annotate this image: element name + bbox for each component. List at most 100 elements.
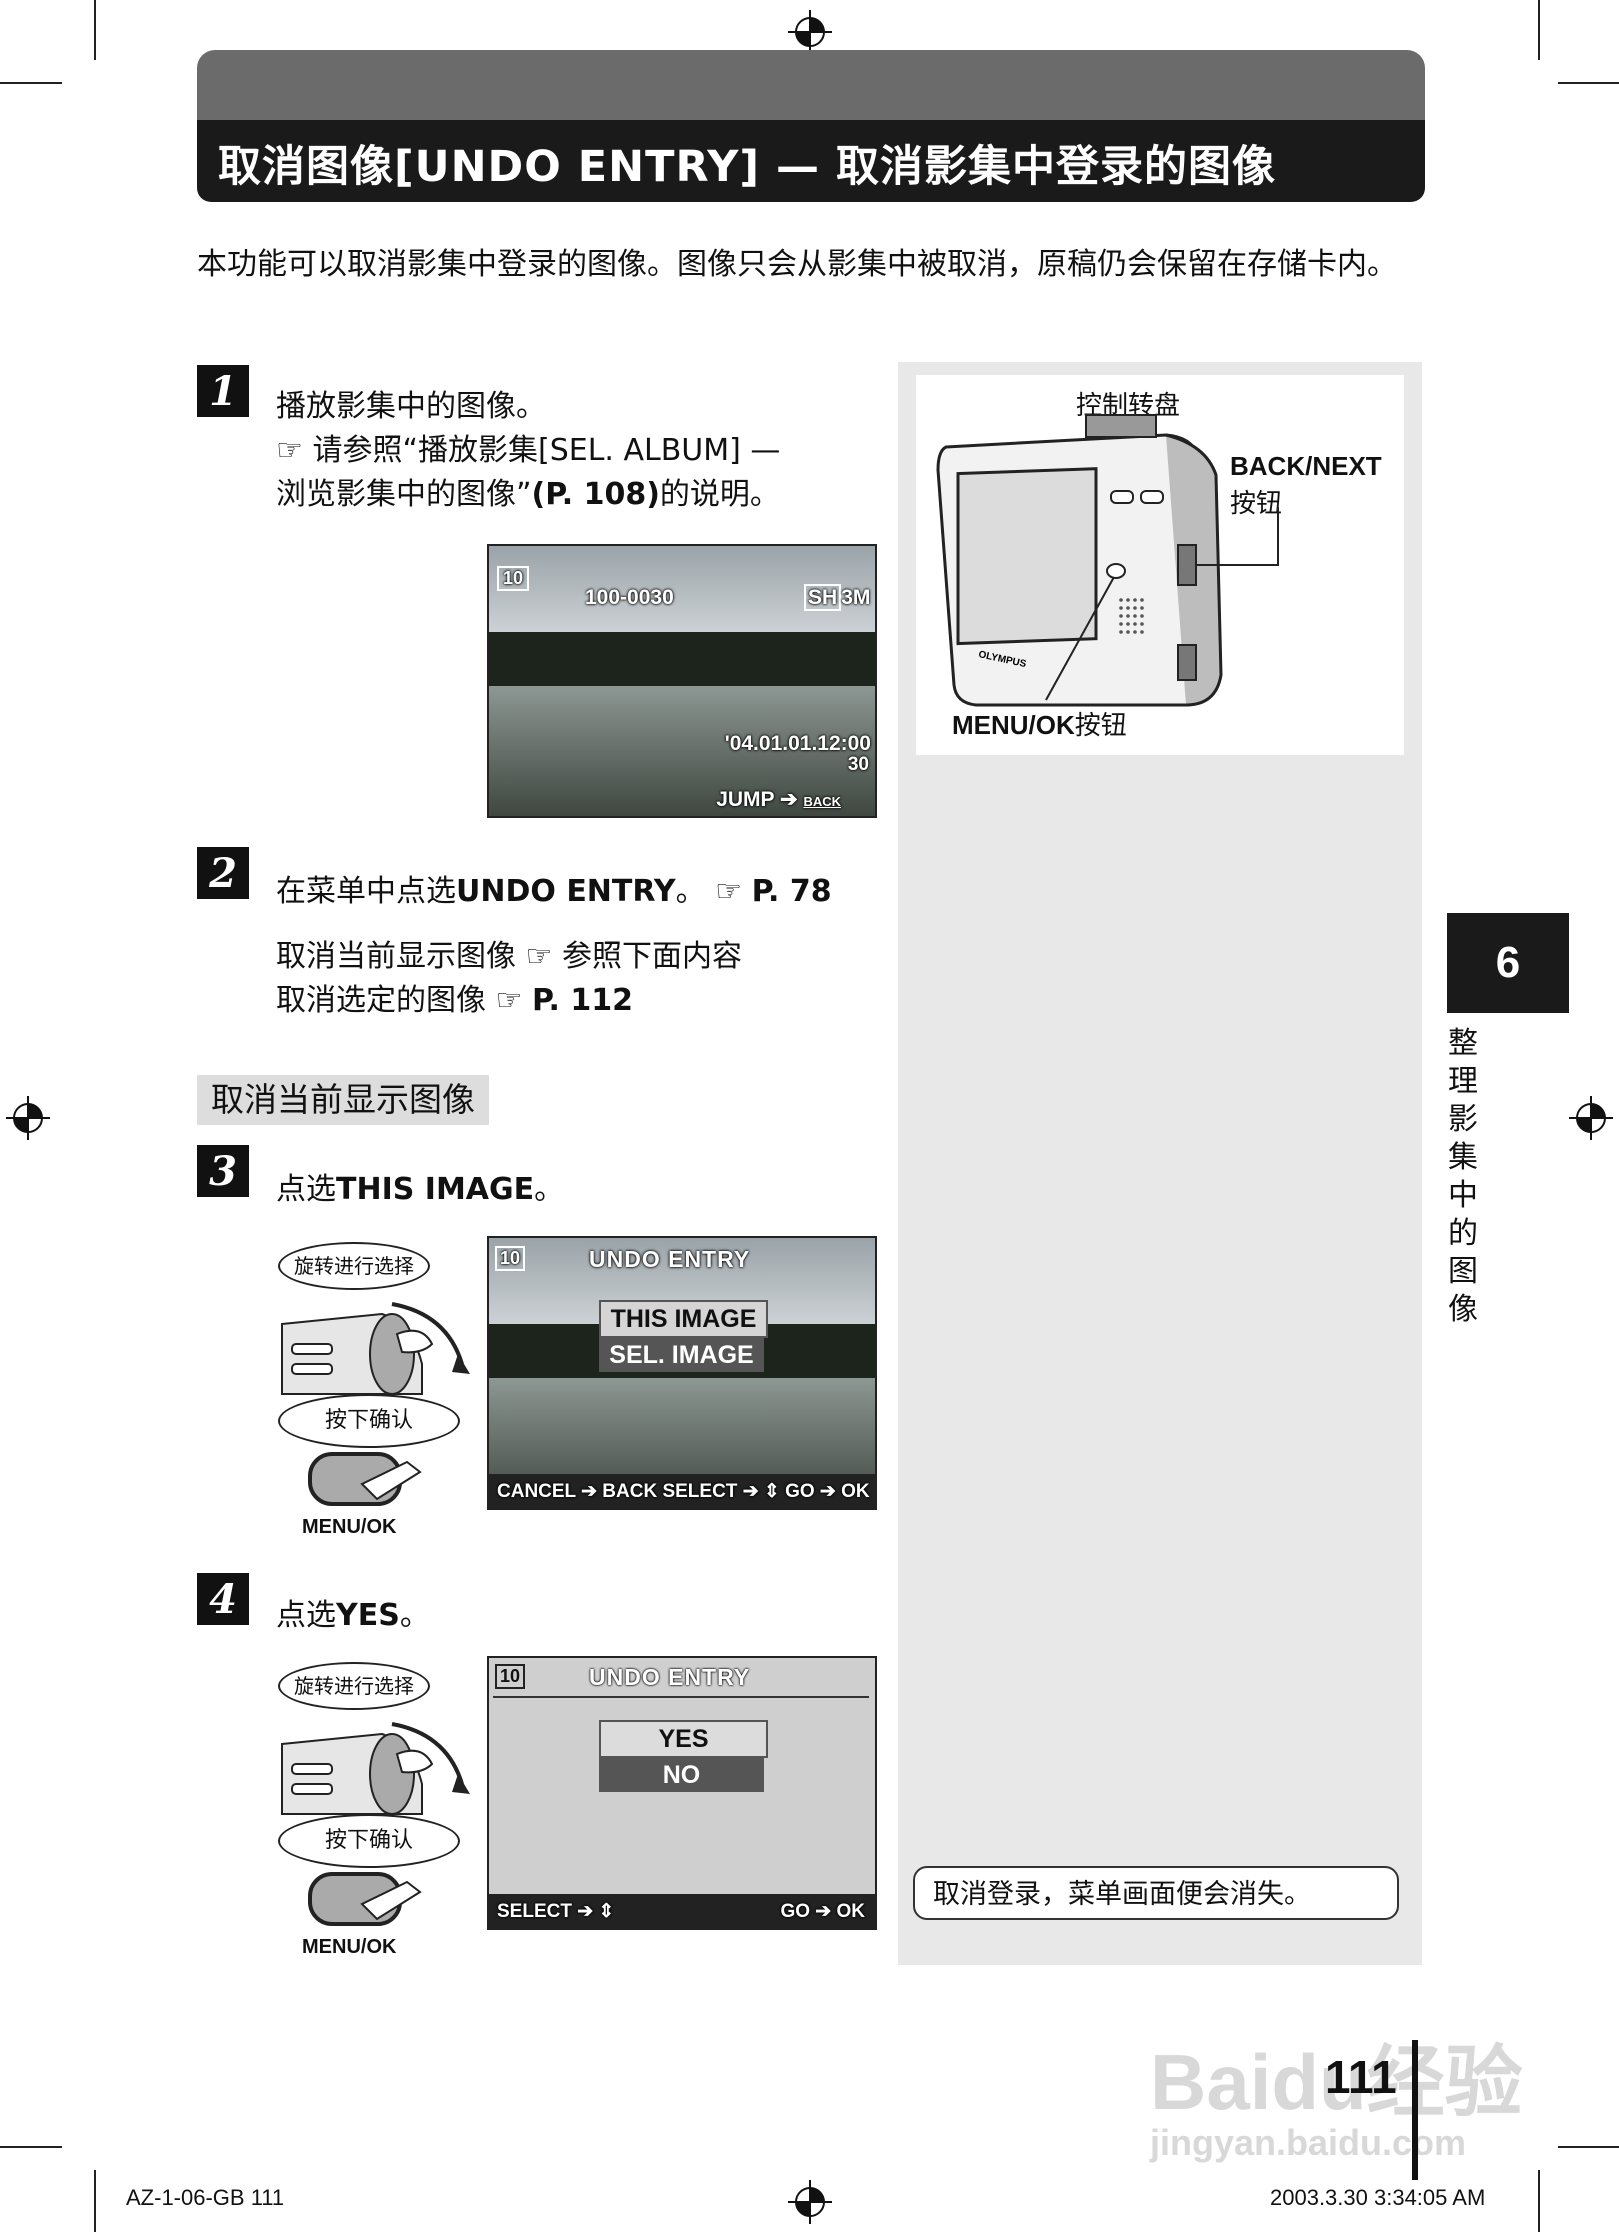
screen-trees <box>489 632 875 687</box>
menuok-caption-bold: MENU/OK <box>952 710 1075 740</box>
crop-mark <box>1538 0 1540 60</box>
step-4-bold: YES <box>336 1598 400 1633</box>
backnext-suffix: 按钮 <box>1230 489 1283 519</box>
undo-entry-screen: 10 UNDO ENTRY THIS IMAGE SEL. IMAGE CANC… <box>487 1236 877 1510</box>
step-2-line2-end: 参照下面内容 <box>562 939 742 974</box>
menu-ok-label: MENU/OK <box>302 1936 397 1958</box>
step-4-end: 。 <box>399 1598 430 1633</box>
reference-icon: ☞ <box>495 983 523 1018</box>
sidebar-note: 取消登录，菜单画面便会消失。 <box>913 1866 1399 1920</box>
menu-title: UNDO ENTRY <box>589 1246 751 1272</box>
menuok-caption: MENU/OK按钮 <box>952 705 1127 742</box>
frame-icon: 10 <box>497 566 530 591</box>
menu-option-this-image[interactable]: THIS IMAGE <box>599 1300 768 1338</box>
step-2-line3-text: 取消选定的图像 <box>276 983 486 1018</box>
chapter-title: 整理影集中的图像 <box>1448 1026 1478 1327</box>
back-label: BACK <box>803 794 841 809</box>
step-1-line1: 播放影集中的图像。 <box>276 389 546 424</box>
intro-paragraph: 本功能可以取消影集中登录的图像。图像只会从影集中被取消，原稿仍会保留在存储卡内。 <box>197 247 1397 282</box>
footer-right: 2003.3.30 3:34:05 AM <box>1270 2185 1486 2210</box>
step-2-end: 。 <box>675 874 706 909</box>
menuok-caption-suffix: 按钮 <box>1074 711 1127 741</box>
jump-label: JUMP ➔ <box>716 788 798 811</box>
hint-right: GO ➔ OK <box>780 1901 865 1922</box>
page-number-rule <box>1412 2040 1418 2180</box>
step-4-badge: 4 <box>197 1573 249 1625</box>
menu-title: UNDO ENTRY <box>589 1664 751 1690</box>
section-label: 取消当前显示图像 <box>197 1075 489 1125</box>
crop-mark <box>1558 82 1619 84</box>
frame-icon: 10 <box>495 1664 526 1689</box>
watermark-logo: Baidu经验 <box>1150 2038 1523 2126</box>
press-bubble: 按下确认 <box>278 1814 460 1868</box>
screen-water <box>489 686 875 816</box>
step-3-text: 点选 <box>276 1172 336 1207</box>
step-3-end: 。 <box>534 1172 565 1207</box>
registration-mark-icon <box>6 1096 50 1140</box>
step-2-bold: UNDO ENTRY <box>456 874 676 909</box>
step-4-control-diagram: 旋转进行选择 按下确认 MENU/OK <box>272 1654 472 1964</box>
step-1-line2: ☞ 请参照“播放影集[SEL. ALBUM] — <box>276 429 780 473</box>
screen-hint-bar <box>489 1474 875 1508</box>
chapter-tab[interactable]: 6 <box>1447 913 1569 1013</box>
menu-option-sel-image[interactable]: SEL. IMAGE <box>599 1338 764 1372</box>
crop-mark <box>1538 2170 1540 2232</box>
camera-diagram: 控制转盘 BACK/NEXT 按钮 MENU/OK按钮 OLYMPUS <box>916 375 1404 755</box>
reference-icon: ☞ <box>276 433 303 468</box>
step-2-line2: 取消当前显示图像 ☞ 参照下面内容 <box>276 935 742 979</box>
image-count: 30 <box>847 754 869 775</box>
confirm-screen: 10 UNDO ENTRY YES NO SELECT ➔ ⇕ GO ➔ OK <box>487 1656 877 1930</box>
step-2-line3: 取消选定的图像 ☞ P. 112 <box>276 979 633 1023</box>
crop-mark <box>94 2170 96 2232</box>
backnext-label: BACK/NEXT <box>1230 451 1382 481</box>
step-1-line2-text: 请参照“播放影集[SEL. ALBUM] — <box>312 433 781 468</box>
press-bubble: 按下确认 <box>278 1394 460 1448</box>
registration-mark-icon <box>1569 1096 1613 1140</box>
step-2-text: 在菜单中点选 <box>276 874 456 909</box>
step-3-line1: 点选THIS IMAGE。 <box>276 1168 564 1212</box>
hint-text: CANCEL ➔ BACK SELECT ➔ ⇕ GO ➔ OK <box>497 1481 870 1502</box>
title-rule <box>493 1696 869 1698</box>
step-4-line1: 点选YES。 <box>276 1594 430 1638</box>
rotate-bubble: 旋转进行选择 <box>278 1662 430 1710</box>
step-1-page-ref: (P. 108) <box>531 477 660 512</box>
jump-hint: JUMP ➔ BACK <box>716 787 841 812</box>
step-3-badge: 3 <box>197 1145 249 1197</box>
frame-icon: 10 <box>495 1246 526 1271</box>
hint-left: SELECT ➔ ⇕ <box>497 1901 615 1922</box>
step-1-line3-text: 浏览影集中的图像” <box>276 477 532 512</box>
step-1-badge: 1 <box>197 365 249 417</box>
step-3-control-diagram: 旋转进行选择 按下确认 MENU/OK <box>272 1234 472 1544</box>
watermark-url: jingyan.baidu.com <box>1150 2122 1467 2163</box>
crop-mark <box>1558 2146 1619 2148</box>
rotate-bubble: 旋转进行选择 <box>278 1242 430 1290</box>
step-2-badge: 2 <box>197 847 249 899</box>
page-number: 111 <box>1325 2051 1397 2103</box>
step-2-line1: 在菜单中点选UNDO ENTRY。 ☞ P. 78 <box>276 870 832 914</box>
reference-icon: ☞ <box>525 939 553 974</box>
header-bar <box>197 120 1425 202</box>
step-3-bold: THIS IMAGE <box>336 1172 535 1207</box>
step-2-page-ref: P. 78 <box>751 874 832 909</box>
menu-ok-button-icon <box>308 1872 422 1926</box>
crop-mark <box>94 0 96 60</box>
step-2-line2-text: 取消当前显示图像 <box>276 939 516 974</box>
step-2-line3-page: P. 112 <box>532 983 633 1018</box>
menu-ok-label: MENU/OK <box>302 1516 397 1538</box>
camera-illustration: OLYMPUS <box>936 414 1279 707</box>
crop-mark <box>0 82 62 84</box>
dial-hand-icon <box>281 1302 470 1395</box>
menu-option-no[interactable]: NO <box>599 1758 764 1792</box>
quality-size: 3M <box>841 586 871 609</box>
dial-hand-icon <box>281 1722 470 1815</box>
folder-number: 100-0030 <box>585 586 674 609</box>
crop-mark <box>0 2146 62 2148</box>
page-title: 取消图像[UNDO ENTRY] — 取消影集中登录的图像 <box>218 142 1276 192</box>
menu-option-yes[interactable]: YES <box>599 1720 768 1758</box>
step-1-line3: 浏览影集中的图像”(P. 108)的说明。 <box>276 473 780 517</box>
quality-sh: SH <box>804 584 842 611</box>
registration-mark-icon <box>788 10 832 54</box>
registration-mark-icon <box>788 2180 832 2224</box>
